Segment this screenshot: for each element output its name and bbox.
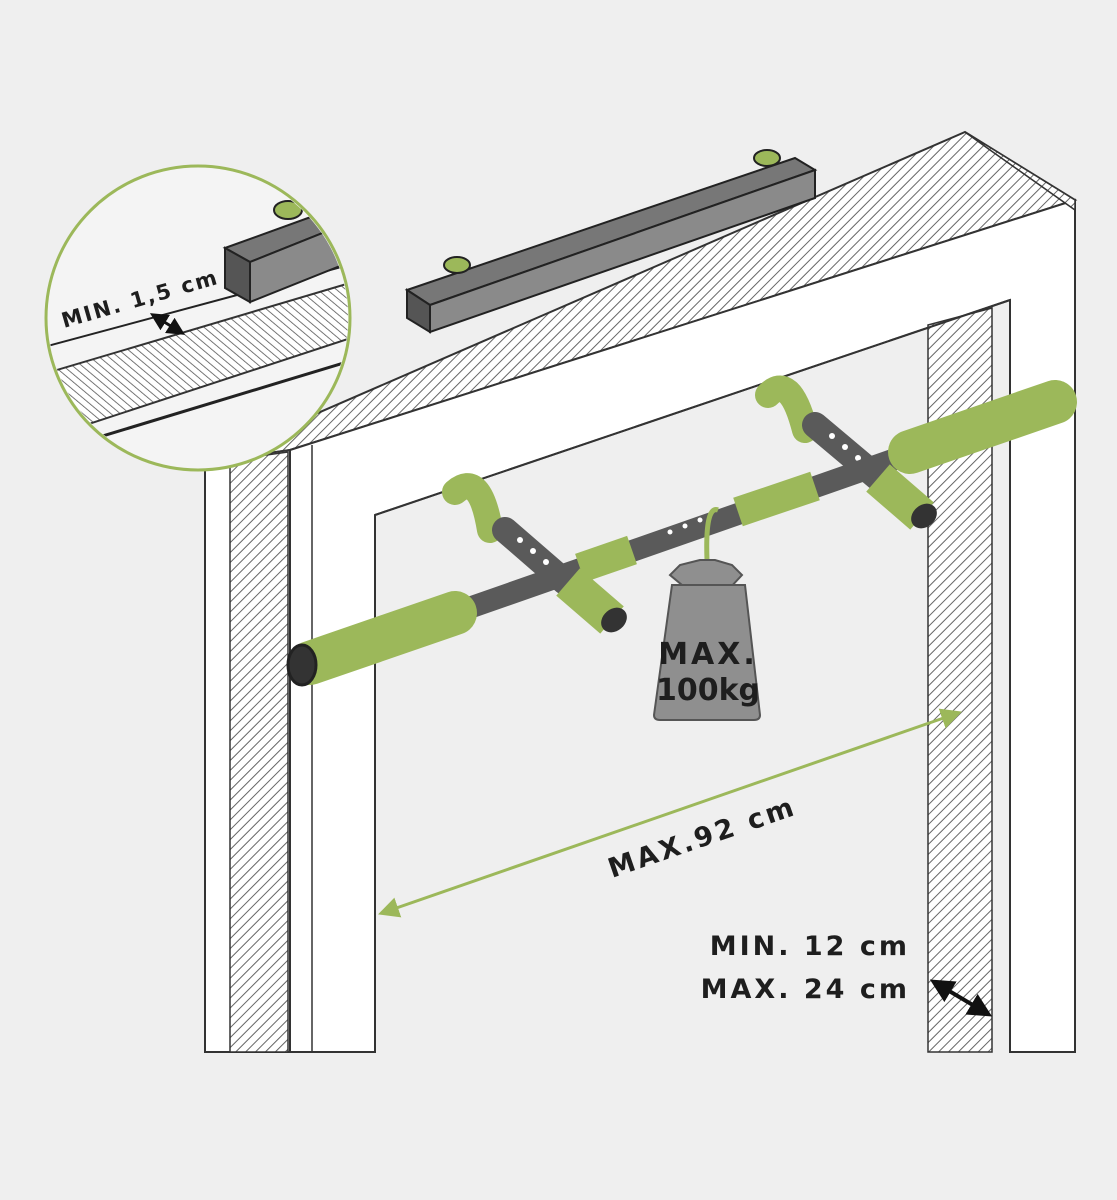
weight-label-line2: 100kg [656, 673, 760, 708]
inset-circle [44, 164, 352, 472]
width-label: MAX.92 cm [604, 791, 800, 884]
magnified-inset: MIN. 1,5 cm [44, 164, 352, 472]
left-hook [442, 473, 503, 543]
top-bracket [404, 149, 818, 334]
width-dimension: MAX.92 cm [378, 708, 962, 918]
weight-label-line1: MAX. [658, 637, 758, 672]
weight: MAX. 100kg [652, 507, 762, 721]
depth-max-label: MAX. 24 cm [701, 974, 910, 1005]
left-grip [288, 591, 477, 685]
right-hook [755, 375, 818, 443]
pullup-bar [286, 375, 1077, 687]
right-grip [888, 380, 1077, 474]
depth-dimension: MIN. 12 cm MAX. 24 cm [701, 931, 993, 1017]
depth-min-label: MIN. 12 cm [710, 931, 910, 962]
